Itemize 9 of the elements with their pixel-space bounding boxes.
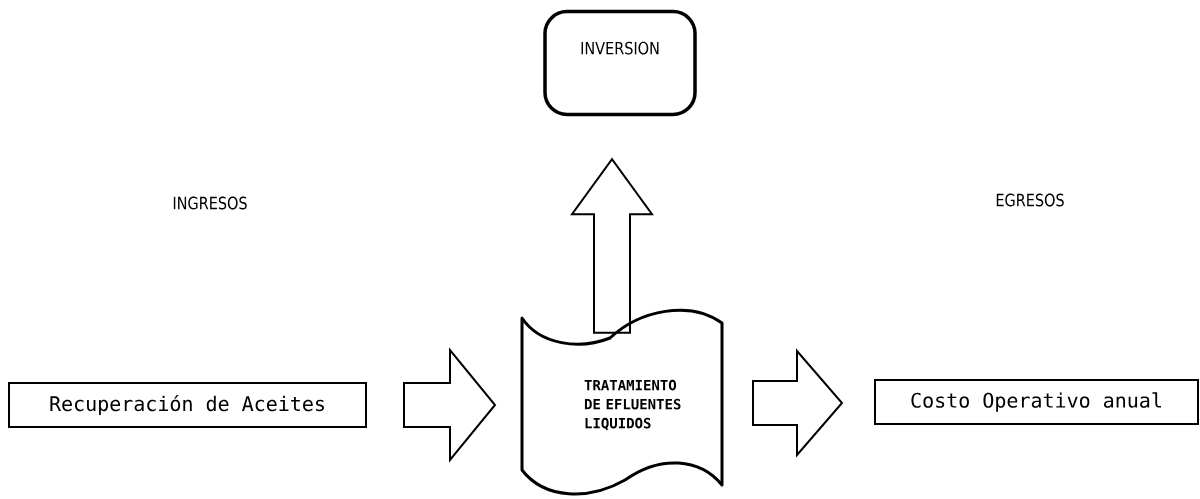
section-heading: EGRESOS (996, 193, 1064, 207)
text-box: Recuperación de Aceites (8, 382, 367, 428)
section-heading: INGRESOS (173, 196, 247, 210)
block-arrow (752, 348, 844, 458)
block-arrow (403, 347, 497, 463)
rounded-box: INVERSION (543, 9, 697, 117)
wavy-flag-box: TRATAMIENTO DE EFLUENTES LIQUIDOS (520, 308, 724, 496)
text-box: Costo Operativo anual (874, 379, 1199, 425)
block-arrow (570, 157, 654, 334)
